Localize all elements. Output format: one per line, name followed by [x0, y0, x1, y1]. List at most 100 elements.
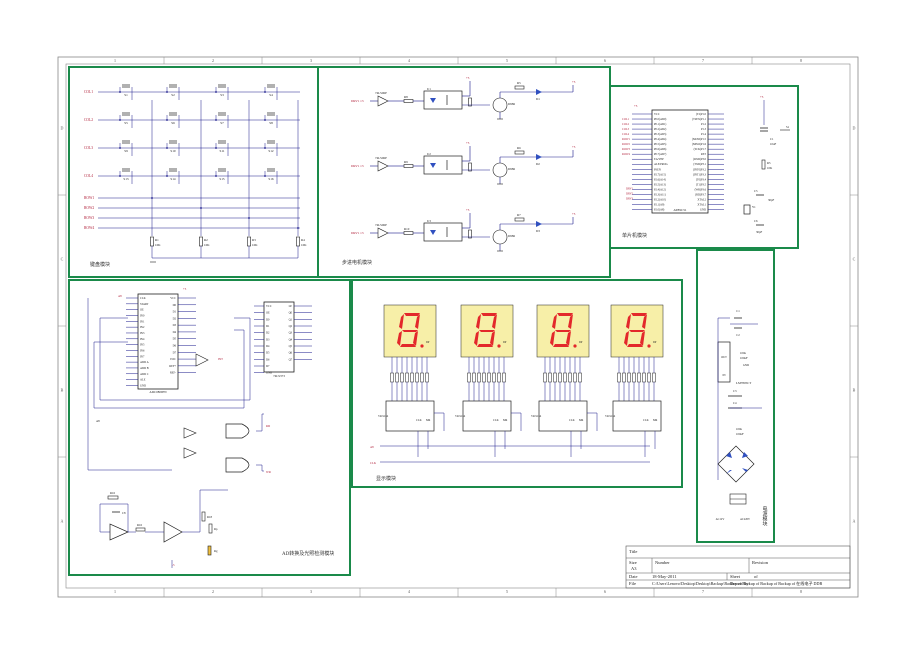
junction	[264, 119, 266, 121]
latch-right-pin: Q0	[289, 312, 293, 315]
capacitor-label: C8	[122, 511, 126, 515]
segment-resistor	[472, 372, 476, 383]
display-net-label: CLK	[370, 461, 377, 465]
adc-left-pin: IN4	[140, 338, 145, 341]
segment	[476, 314, 481, 329]
adc-net-label: INT	[218, 357, 223, 361]
dp-label: DP	[653, 341, 657, 344]
mcu-right-pin: (SCK)P1.7	[694, 148, 707, 151]
decimal-point	[420, 344, 424, 348]
decimal-point	[497, 344, 501, 348]
display-module-caption: 显示模块	[376, 475, 396, 482]
resistor-label: R5	[767, 161, 771, 165]
resistor	[201, 511, 206, 522]
border-col-top: 7	[702, 58, 704, 63]
border-col-bottom: 1	[114, 589, 116, 594]
segment-resistor	[405, 372, 409, 383]
shift-register-pin: MR	[503, 419, 507, 422]
diode-label: D3	[536, 229, 540, 233]
junction	[297, 227, 299, 229]
file-label: File	[629, 581, 636, 586]
nor-gate	[225, 423, 250, 439]
shift-register-name: 74LS164	[605, 415, 616, 418]
shift-register	[538, 400, 588, 432]
adc-right-pin: REF+	[169, 365, 176, 368]
mcu-left-pin: P0.1(AD1)	[654, 123, 666, 126]
adc-left-pin: ALE	[140, 379, 146, 382]
resistor-label: Rp	[214, 527, 218, 531]
mcu-left-pin: VCC	[654, 113, 660, 116]
segment-resistor	[502, 372, 506, 383]
latch-left-pin: D0	[266, 318, 270, 321]
adc-left-pin: IN0	[140, 314, 145, 317]
latch-right-pin: Q5	[289, 345, 293, 348]
mcu-net-label: ROW1	[622, 138, 631, 141]
opamp	[109, 523, 129, 541]
sheet-label: Sheet	[730, 574, 741, 579]
mcu-net-label: COL1	[622, 118, 630, 121]
shift-register-name: 74LS164	[531, 415, 542, 418]
segment	[550, 331, 555, 346]
adc-left-pin: CLK	[140, 297, 146, 300]
segment-resistor	[558, 372, 562, 383]
junction	[119, 91, 121, 93]
latch-left-pin: D3	[266, 338, 270, 341]
optocoupler	[423, 222, 463, 242]
mcu-right-pin: P1.3	[701, 128, 707, 131]
segment-resistor	[425, 372, 429, 383]
latch-right-pin: Q3	[289, 332, 293, 335]
pullup-resistor	[247, 236, 251, 247]
mcu-left-pin: P0.6(AD6)	[654, 148, 666, 151]
segment-resistor	[400, 372, 404, 383]
mcu-right-pin: RST	[701, 153, 706, 156]
sheet-inner-border	[65, 63, 851, 589]
segment	[568, 314, 573, 329]
capacitor-value: 100uF	[736, 432, 744, 436]
adc-left-pin: OE	[140, 309, 144, 312]
segment-resistor	[637, 372, 641, 383]
border-col-bottom: 7	[702, 589, 704, 594]
mcu-module-frame	[609, 85, 799, 249]
adc-net-label: WR	[266, 470, 271, 474]
segment	[566, 331, 571, 346]
adc-supply-label: -5	[172, 563, 175, 567]
power-module: OUTINGNDLM7805CTC1C2100u100uFC3C4100u100…	[716, 309, 762, 521]
optocoupler	[423, 90, 463, 110]
shift-register-pin: MR	[653, 419, 657, 422]
keyboard-row-label: ROW2	[84, 206, 94, 210]
input-resistor-label: R10	[404, 227, 410, 231]
adc-chip-name: ADC0809FN	[149, 390, 167, 394]
segment-resistor	[420, 372, 424, 383]
mcu-net-label: ROW4	[622, 153, 631, 156]
mcu-right-pin: (WR)P3.6	[695, 188, 707, 191]
mcu-right-pin: P1.2	[701, 123, 707, 126]
junction	[215, 119, 217, 121]
keyboard-row-label: ROW4	[84, 226, 94, 230]
dp-label: DP	[426, 341, 430, 344]
segment	[397, 331, 402, 346]
capacitor-label: C5	[754, 189, 758, 193]
pullup-resistor	[150, 236, 154, 247]
segment-resistor	[642, 372, 646, 383]
latch-right-pin: Q7	[289, 358, 293, 361]
mcu-net-label: ROW2	[622, 143, 631, 146]
adc-left-pin: IN3	[140, 332, 145, 335]
mcu-right-pin: XTAL1	[697, 203, 706, 206]
segment-resistor	[563, 372, 567, 383]
shift-register-pin: CLK	[643, 419, 649, 422]
segment	[490, 331, 495, 346]
resistor-value: 10K	[301, 243, 307, 247]
adc-left-pin: IN6	[140, 349, 145, 352]
segment	[555, 330, 571, 332]
input-resistor-label: R9	[404, 160, 408, 164]
adc-module-caption: AD转换及光照检测模块	[282, 550, 334, 557]
border-row-left: D	[61, 126, 64, 131]
mcu-left-pin: P2.4(A12)	[654, 188, 666, 191]
mcu-right-pin: (INT1)P3.3	[693, 173, 707, 176]
mcu-left-pin: P0.4(AD4)	[654, 138, 666, 141]
latch-left-pin: D6	[266, 358, 270, 361]
border-col-top: 4	[408, 58, 410, 63]
transformer-label: AC220V	[740, 518, 750, 521]
shift-register-name: 74LS164	[455, 415, 466, 418]
mcu-module: AT89C51VCCP0.0(AD0)P0.1(AD1)P0.2(AD2)P0.…	[622, 95, 790, 234]
